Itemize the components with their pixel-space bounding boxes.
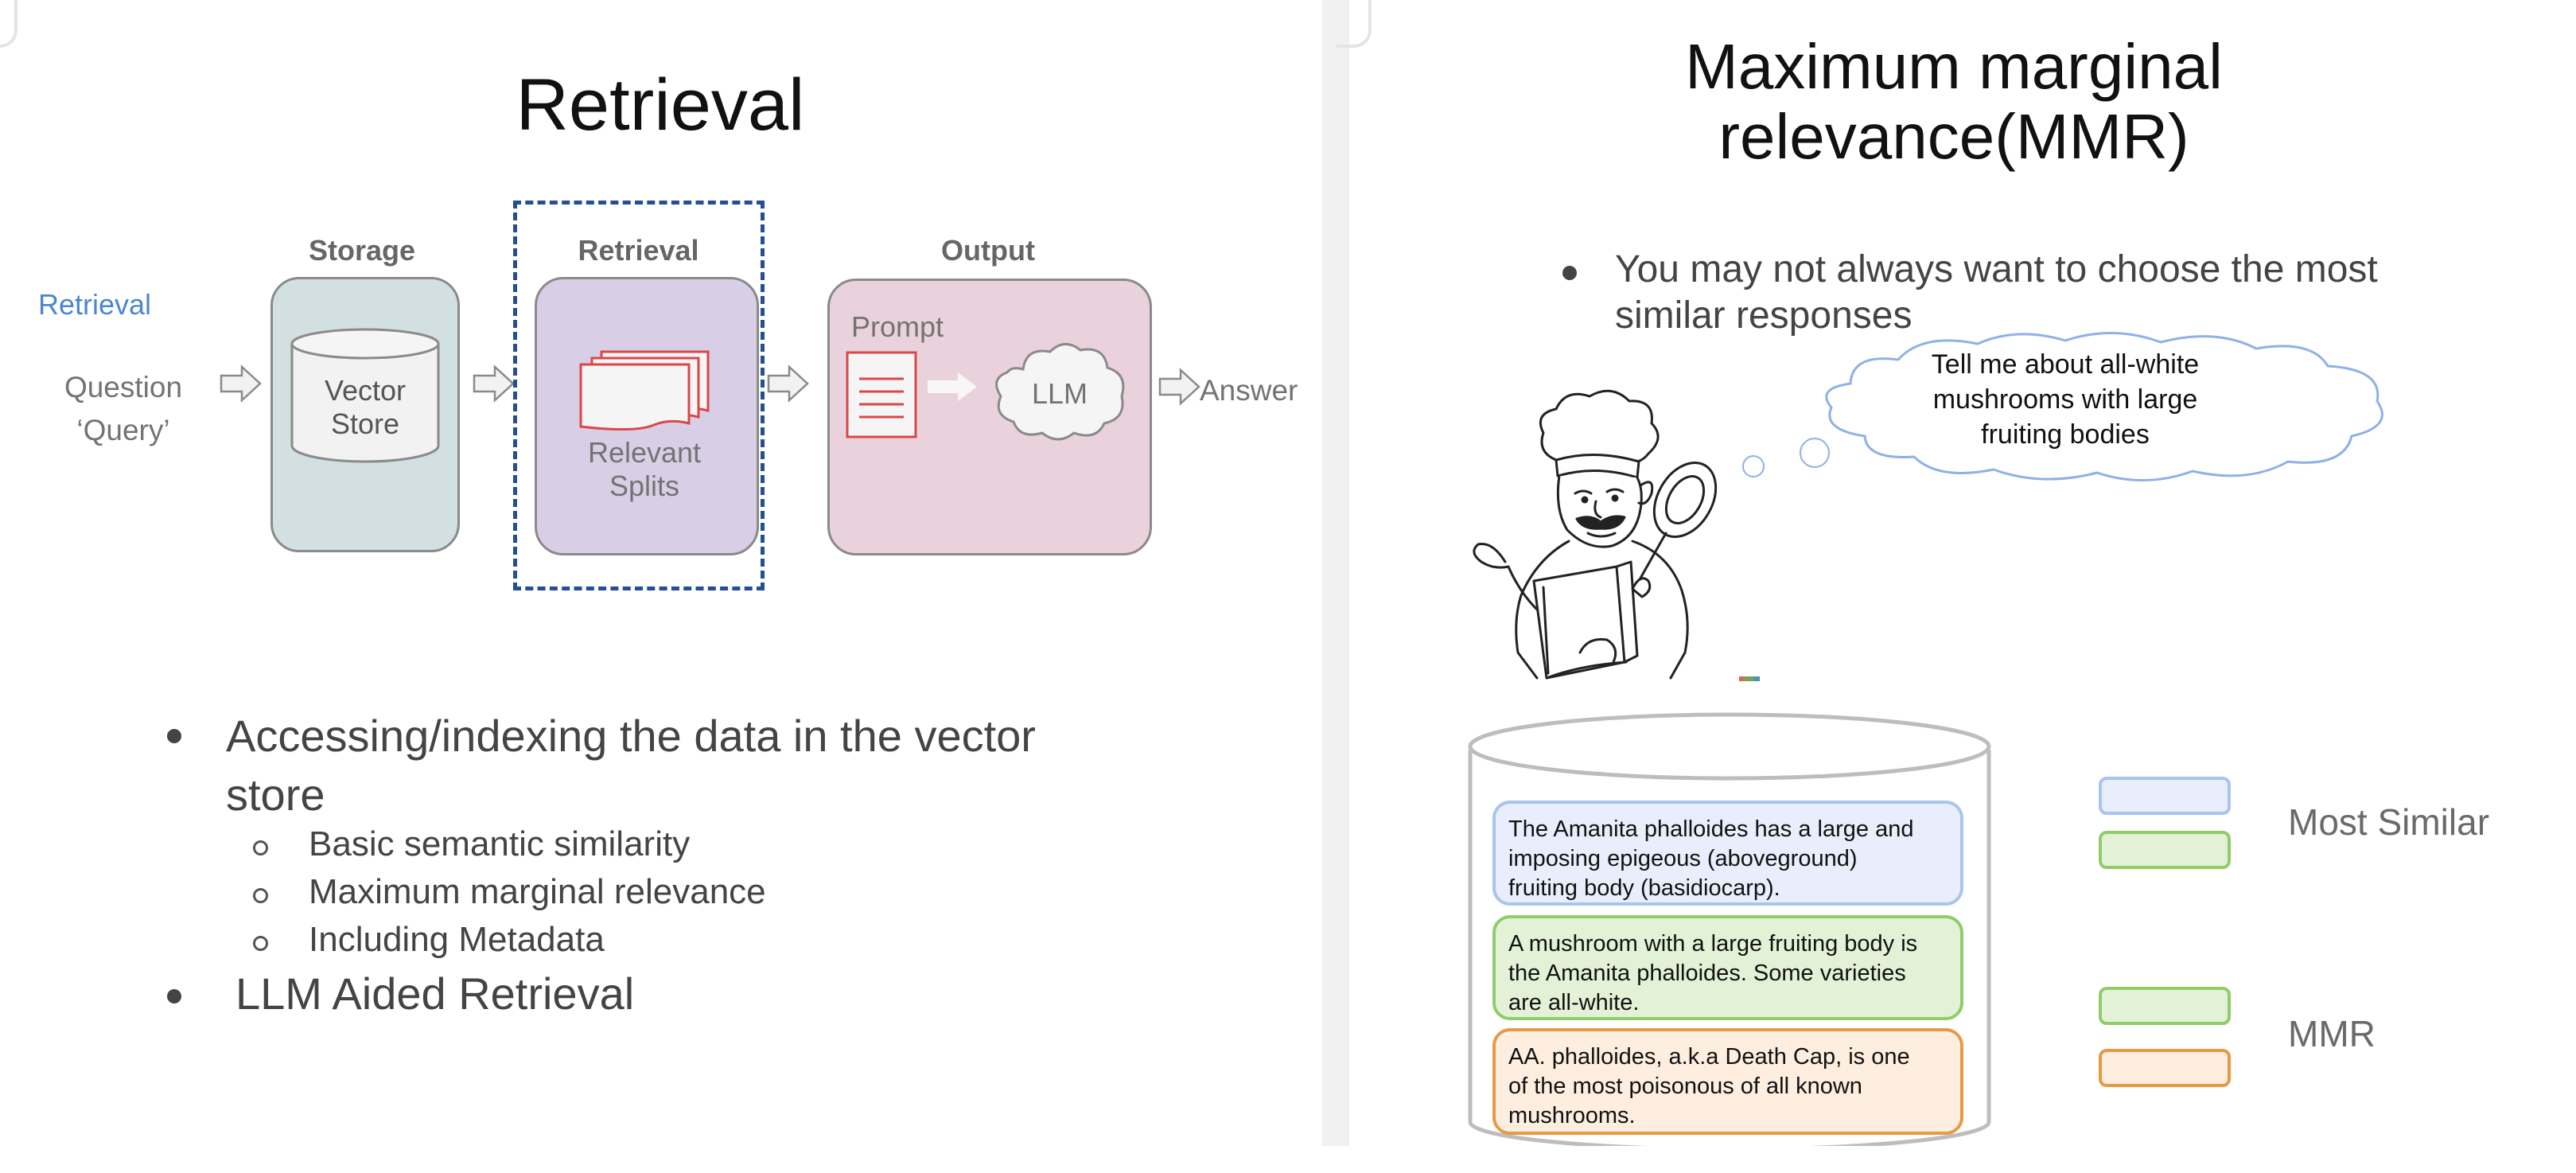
retrieval-side-label: Retrieval: [38, 288, 152, 321]
slide-corner-mark: [0, 0, 18, 48]
legend-swatch-green: [2099, 987, 2231, 1025]
sub-bullet-ring: [253, 888, 268, 903]
snippet-orange-line-2: of the most poisonous of all known: [1508, 1074, 1862, 1099]
vector-store-label: Vector Store: [288, 374, 442, 441]
thought-text: Tell me about all-white mushrooms with l…: [1898, 347, 2232, 452]
legend-mmr: MMR: [2288, 1013, 2376, 1054]
legend-swatch-orange: [2099, 1049, 2231, 1087]
bullet-accessing-line-1: Accessing/indexing the data in the vecto…: [226, 711, 1036, 761]
mmr-bullet: You may not always want to choose the mo…: [1615, 247, 2378, 339]
question-label: Question ‘Query’: [40, 366, 207, 452]
slide-corner-mark: [1337, 0, 1372, 48]
storage-header: Storage: [308, 234, 416, 267]
answer-label: Answer: [1200, 374, 1298, 407]
llm-label: LLM: [1031, 377, 1088, 410]
chef-illustration: [1473, 389, 1718, 680]
snippet-orange-line-3: mushrooms.: [1508, 1103, 1636, 1128]
prompt-label: Prompt: [851, 310, 944, 343]
thought-bubble-medium: [1742, 455, 1765, 477]
bullet-accessing: Accessing/indexing the data in the vecto…: [226, 707, 1036, 824]
vector-store-line-1: Vector: [324, 374, 407, 407]
arrow-right-icon: [767, 364, 809, 403]
snippet-blue: The Amanita phalloides has a large and i…: [1492, 801, 1963, 906]
snippet-green: A mushroom with a large fruiting body is…: [1492, 915, 1963, 1020]
database-icon: [290, 328, 440, 463]
thought-line-1: Tell me about all-white: [1931, 349, 2200, 380]
arrow-right-icon: [1158, 368, 1200, 406]
snippet-blue-line-3: fruiting body (basidiocarp).: [1508, 875, 1780, 901]
retrieval-dashed-frame: [513, 201, 765, 590]
thought-line-3: fruiting bodies: [1981, 419, 2150, 450]
legend-swatch-blue: [2099, 777, 2231, 815]
arrow-right-icon: [473, 364, 515, 403]
document-icon: [846, 351, 917, 438]
arrow-right-icon: [220, 364, 262, 403]
bullet-dot: [167, 989, 181, 1003]
sub-bullet-mmr: Maximum marginal relevance: [309, 872, 766, 911]
legend-most-similar: Most Similar: [2288, 801, 2490, 843]
arrow-right-icon: [928, 372, 977, 401]
document-stack-icon: [579, 350, 710, 431]
sub-bullet-ring: [253, 936, 268, 951]
cloud-icon: [995, 343, 1125, 441]
chef-accent-mark: [1739, 676, 1760, 681]
left-slide: Retrieval Retrieval Question ‘Query’ Sto…: [0, 0, 1298, 1019]
right-title-line-2: relevance(MMR): [1718, 101, 2189, 172]
snippet-green-line-2: the Amanita phalloides. Some varieties: [1508, 961, 1906, 986]
sub-bullet-basic-semantic: Basic semantic similarity: [309, 824, 691, 863]
right-slide: Maximum marginal relevance(MMR) You may …: [1337, 0, 2576, 1152]
snippet-blue-line-1: The Amanita phalloides has a large and: [1508, 816, 1914, 842]
right-title-line-1: Maximum marginal: [1685, 31, 2223, 102]
snippet-green-line-3: are all-white.: [1508, 990, 1640, 1015]
question-line-1: Question: [64, 371, 183, 403]
snippet-orange-line-1: AA. phalloides, a.k.a Death Cap, is one: [1508, 1044, 1910, 1070]
snippet-blue-line-2: imposing epigeous (aboveground): [1508, 846, 1858, 871]
slide-divider: [1322, 0, 1349, 1146]
relevant-splits-label: Relevant Splits: [549, 436, 740, 503]
bullet-accessing-line-2: store: [226, 770, 325, 820]
mmr-bullet-line-1: You may not always want to choose the mo…: [1615, 248, 2378, 290]
sub-bullet-ring: [253, 840, 268, 855]
vector-store-line-2: Store: [330, 407, 400, 440]
bullet-llm-aided: LLM Aided Retrieval: [235, 968, 635, 1019]
thought-bubble-large: [1800, 438, 1830, 468]
right-slide-title: Maximum marginal relevance(MMR): [1572, 32, 2336, 172]
question-line-2: ‘Query’: [76, 414, 170, 446]
bottom-strip: [0, 1146, 2576, 1173]
sub-bullet-metadata: Including Metadata: [309, 920, 605, 959]
mmr-bullet-line-2: similar responses: [1615, 294, 1913, 337]
output-header: Output: [941, 234, 1035, 267]
thought-line-2: mushrooms with large: [1932, 384, 2198, 415]
left-slide-title: Retrieval: [516, 64, 805, 146]
retrieval-header: Retrieval: [578, 234, 699, 267]
bullet-dot: [1562, 266, 1577, 280]
legend-swatch-green: [2099, 831, 2231, 869]
bullet-dot: [167, 729, 181, 743]
thought-cloud-icon: [1825, 332, 2383, 481]
relevant-splits-line-2: Splits: [609, 470, 680, 502]
relevant-splits-line-1: Relevant: [587, 436, 702, 469]
snippet-orange: AA. phalloides, a.k.a Death Cap, is one …: [1492, 1028, 1963, 1135]
snippet-green-line-1: A mushroom with a large fruiting body is: [1508, 931, 1918, 957]
